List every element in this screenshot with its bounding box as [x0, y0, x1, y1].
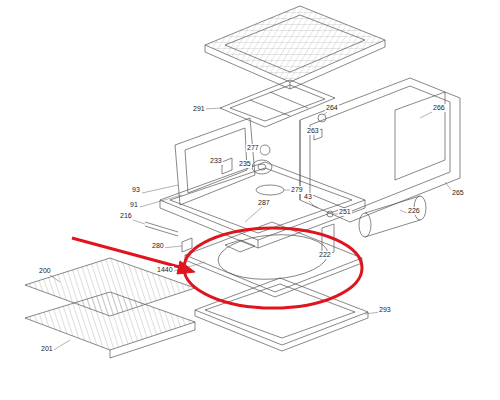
- callout-number: 91: [129, 201, 139, 209]
- callout-number: 277: [246, 144, 260, 152]
- callout-number: 279: [290, 186, 304, 194]
- callout-number: 93: [131, 186, 141, 194]
- callout-number: 293: [378, 306, 392, 314]
- callout-number: 216: [119, 212, 133, 220]
- callout-number: 263: [306, 127, 320, 135]
- callout-number: 1440: [156, 266, 174, 274]
- callout-number: 233: [209, 157, 223, 165]
- callout-number: 43: [303, 193, 313, 201]
- callout-number: 266: [432, 104, 446, 112]
- callout-number: 251: [338, 208, 352, 216]
- callout-number: 291: [192, 105, 206, 113]
- callout-number: 200: [38, 267, 52, 275]
- callout-number: 222: [318, 251, 332, 259]
- callout-number: 264: [325, 104, 339, 112]
- callout-number: 201: [40, 345, 54, 353]
- callout-number: 280: [151, 242, 165, 250]
- callout-number: 226: [407, 207, 421, 215]
- callout-number: 235: [238, 160, 252, 168]
- callout-number: 287: [257, 199, 271, 207]
- callout-number: 265: [451, 189, 465, 197]
